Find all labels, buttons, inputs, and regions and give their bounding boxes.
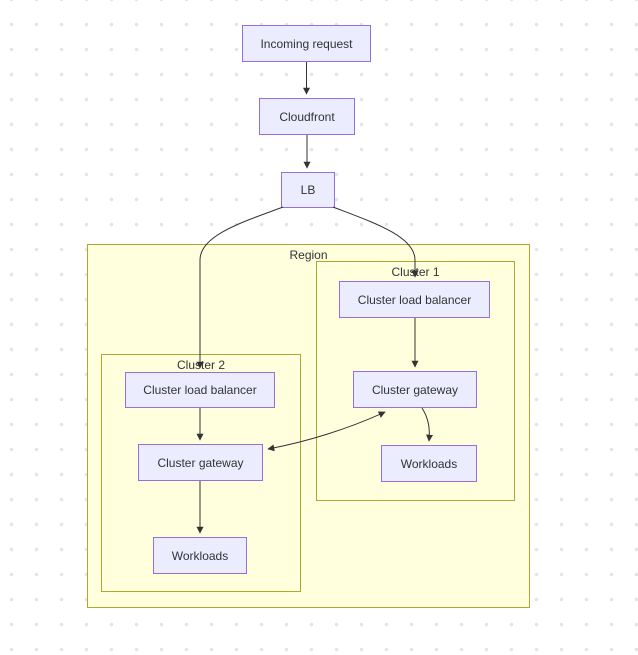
node-cluster1-workloads[interactable]: Workloads — [381, 445, 477, 482]
group-cluster-1-label: Cluster 1 — [391, 265, 440, 279]
group-cluster-2-label: Cluster 2 — [176, 358, 226, 372]
node-incoming-request[interactable]: Incoming request — [242, 25, 371, 62]
node-cloudfront[interactable]: Cloudfront — [259, 98, 355, 135]
node-cluster1-load-balancer[interactable]: Cluster load balancer — [339, 281, 490, 318]
node-incoming-request-label: Incoming request — [260, 36, 353, 51]
node-cluster2-workloads-label: Workloads — [171, 548, 229, 563]
node-cluster1-workloads-label: Workloads — [400, 456, 458, 471]
node-cluster2-gateway-label: Cluster gateway — [157, 455, 244, 470]
node-cluster1-gateway-label: Cluster gateway — [371, 382, 459, 397]
group-region-label: Region — [289, 248, 328, 262]
node-cluster1-load-balancer-label: Cluster load balancer — [357, 292, 472, 307]
node-lb-label: LB — [300, 183, 316, 197]
node-cluster2-load-balancer[interactable]: Cluster load balancer — [125, 372, 275, 408]
node-cloudfront-label: Cloudfront — [279, 109, 335, 124]
node-cluster1-gateway[interactable]: Cluster gateway — [353, 371, 477, 408]
node-cluster2-workloads[interactable]: Workloads — [153, 537, 247, 574]
node-lb[interactable]: LB — [281, 172, 335, 208]
node-cluster2-load-balancer-label: Cluster load balancer — [143, 383, 257, 397]
node-cluster2-gateway[interactable]: Cluster gateway — [138, 444, 263, 481]
